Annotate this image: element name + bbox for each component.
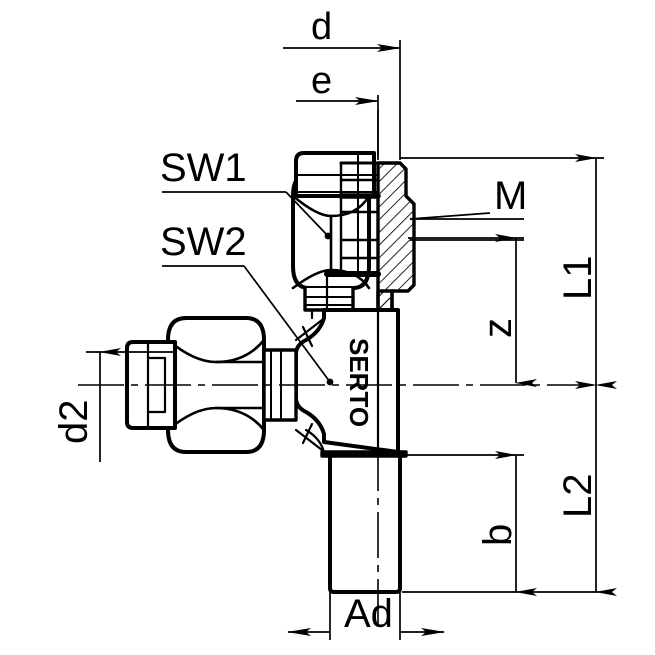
label-d: d: [311, 6, 333, 48]
lower-stem: [328, 453, 402, 594]
label-l2: L2: [556, 473, 600, 519]
leader-SW2: [162, 265, 334, 386]
label-b: b: [476, 523, 520, 546]
label-sw2: SW2: [160, 220, 247, 264]
dimension-lines: [86, 40, 617, 640]
dimension-L1: [400, 154, 617, 389]
dimension-d: [283, 40, 401, 160]
lower-stem-shoulder: [320, 450, 408, 458]
dimension-e: [296, 95, 379, 160]
leader-M: [409, 212, 524, 241]
label-l1: L1: [556, 255, 600, 301]
body-chamfer-detail: [294, 316, 326, 454]
fitting-body-geometry: [125, 151, 416, 594]
label-sw1: SW1: [160, 146, 247, 190]
label-d2: d2: [52, 399, 96, 445]
dimension-Ad: [287, 592, 445, 640]
upper-ferrule: [303, 286, 355, 312]
dimension-z: [408, 234, 537, 387]
upper-spigot: [310, 272, 329, 320]
upper-nut-collar-lines: [295, 174, 379, 193]
side-port-nut-hex-flats: [166, 338, 266, 432]
brand-mark-serto: SERTO: [344, 338, 374, 428]
upper-nut-hex-flats: [291, 194, 371, 290]
label-e: e: [311, 60, 333, 102]
dimension-b: [400, 451, 537, 596]
upper-thread-lines: [324, 152, 381, 277]
label-m: M: [494, 174, 528, 218]
label-ad: Ad: [344, 592, 393, 636]
leader-SW1: [162, 191, 332, 240]
label-z: z: [476, 318, 520, 338]
dimension-d2: [86, 348, 175, 462]
